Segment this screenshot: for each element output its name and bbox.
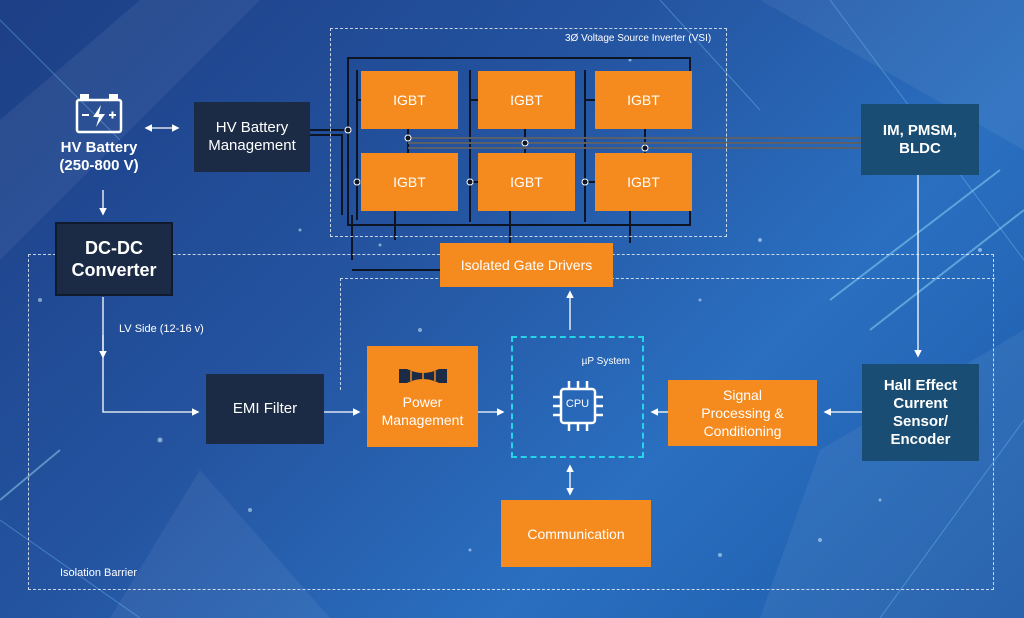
igbt-lower-1: IGBT	[361, 153, 458, 211]
motor-line2: BLDC	[899, 139, 941, 157]
battery-range: (250-800 V)	[59, 157, 139, 174]
igbt-upper-3: IGBT	[595, 71, 692, 129]
power-management-box: Power Management	[367, 346, 478, 447]
power-management-line1: Power	[402, 393, 443, 410]
hall-sensor-line1: Hall Effect	[883, 376, 958, 394]
vsi-region	[330, 28, 727, 237]
hall-sensor-line4: Encoder	[890, 430, 951, 448]
vsi-label: 3Ø Voltage Source Inverter (VSI)	[565, 33, 712, 44]
igbt-lower-2: IGBT	[478, 153, 575, 211]
emi-filter-box: EMI Filter	[206, 374, 324, 444]
hv-battery-management-line1: HV Battery	[215, 119, 289, 136]
signal-processing-line2: Processing &	[701, 405, 784, 421]
signal-processing-line3: Conditioning	[703, 423, 782, 439]
communication-box: Communication	[501, 500, 651, 567]
motor-box: IM, PMSM, BLDC	[861, 104, 979, 175]
isolation-barrier-label: Isolation Barrier	[60, 567, 138, 579]
battery-icon	[75, 93, 123, 135]
isolated-gate-drivers-box: Isolated Gate Drivers	[440, 243, 613, 287]
cpu-chip-icon	[552, 381, 603, 431]
signal-processing-box: Signal Processing & Conditioning	[668, 380, 817, 446]
igbt-upper-1: IGBT	[361, 71, 458, 129]
hv-battery-management-line2: Management	[208, 137, 296, 154]
hall-sensor-line2: Current	[893, 394, 948, 412]
lv-side-label: LV Side (12-16 v)	[119, 323, 204, 335]
hall-effect-sensor-box: Hall Effect Current Sensor/ Encoder	[862, 364, 979, 461]
cpu-chip: CPU	[550, 378, 606, 434]
igbt-lower-3: IGBT	[595, 153, 692, 211]
dcdc-converter-box: DC-DC Converter	[55, 222, 173, 296]
up-system-zone	[340, 278, 995, 390]
battery-label: HV Battery (250-800 V)	[44, 139, 154, 175]
cpu-label: CPU	[565, 398, 590, 410]
battery-name: HV Battery	[60, 139, 138, 156]
filter-waveform-icon	[398, 368, 447, 383]
hv-battery-management-box: HV Battery Management	[194, 102, 310, 172]
up-system-box: µP System CPU	[511, 336, 644, 458]
signal-processing-line1: Signal	[723, 387, 762, 403]
dcdc-line1: DC-DC	[85, 238, 143, 258]
motor-line1: IM, PMSM,	[882, 121, 958, 139]
up-system-label: µP System	[581, 356, 630, 367]
igbt-upper-2: IGBT	[478, 71, 575, 129]
power-management-line2: Management	[381, 411, 464, 428]
dcdc-line2: Converter	[71, 260, 157, 280]
hall-sensor-line3: Sensor/	[892, 412, 948, 430]
